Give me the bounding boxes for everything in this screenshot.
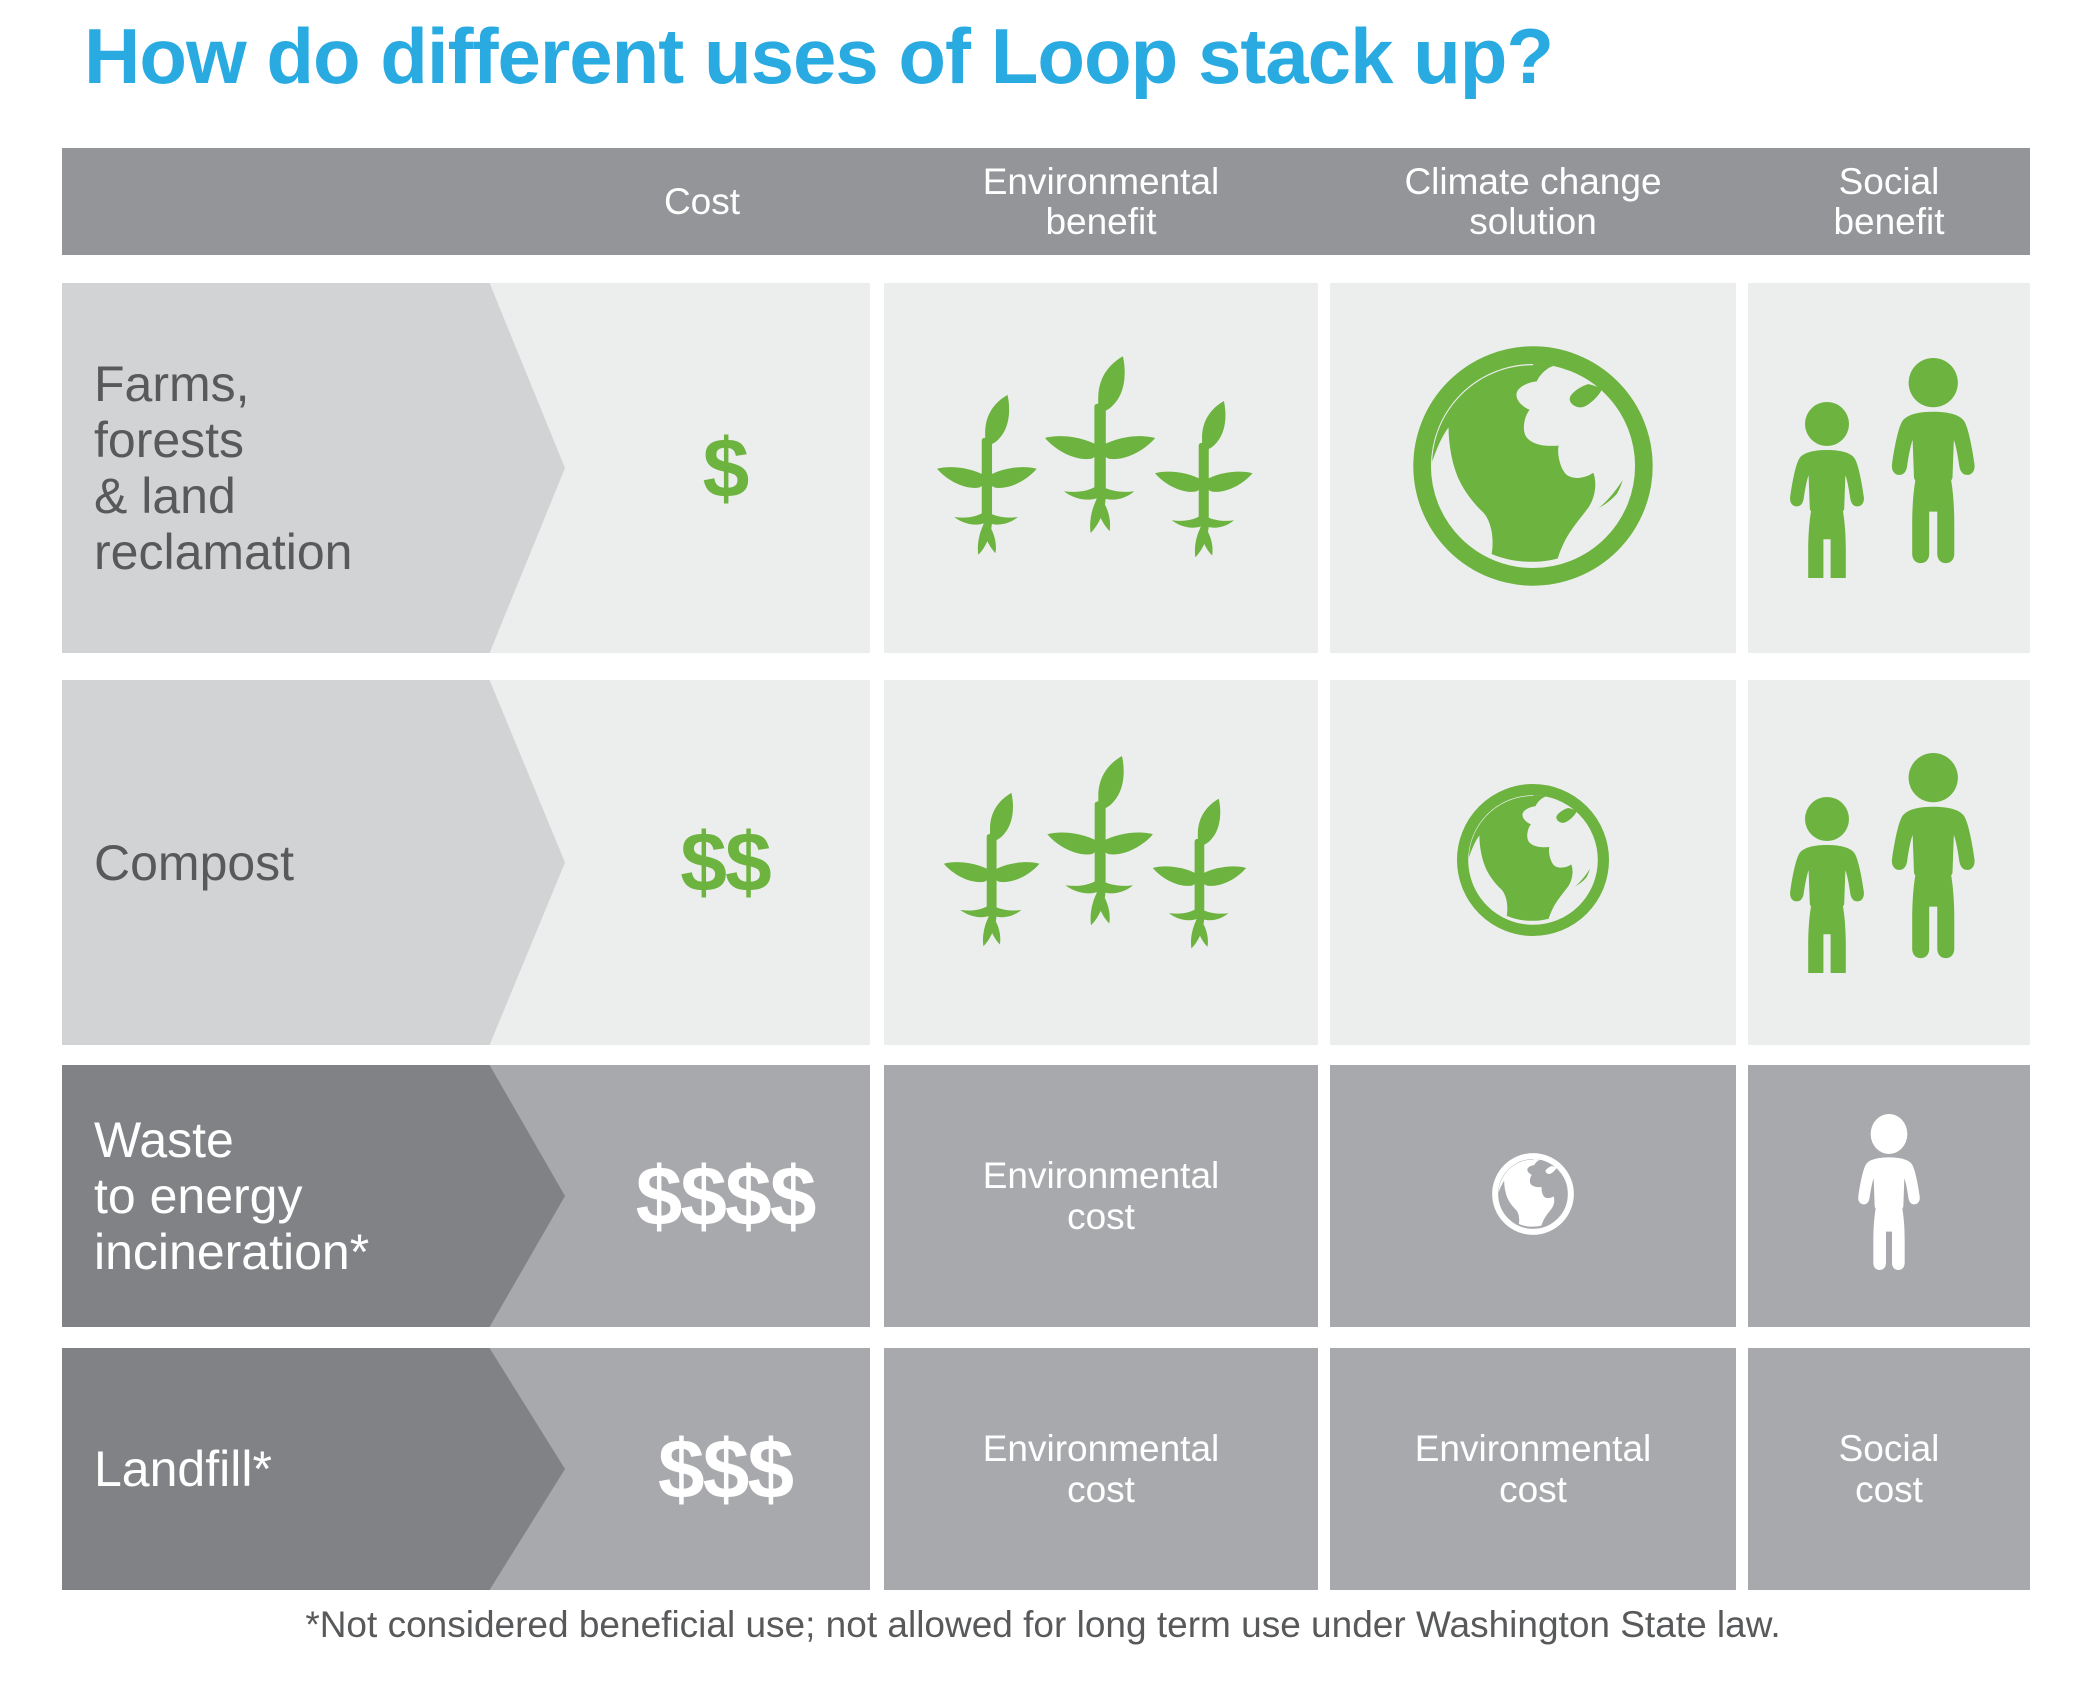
two-people-icon (1775, 752, 2003, 973)
cell-label: Environmental cost (982, 1154, 1220, 1237)
cell-social-benefit: Social cost (1748, 1348, 2030, 1590)
table-row: $$$ Landfill* Environmental cost Environ… (62, 1348, 2030, 1590)
chevron-shape (62, 1348, 565, 1590)
chevron-shape (62, 680, 565, 1045)
three-plants-icon (931, 748, 1271, 978)
table-row: $$$$ Waste to energy incineration* Envir… (62, 1065, 2030, 1327)
column-header-environmental-benefit: Environmental benefit (884, 148, 1318, 255)
globe-icon (1407, 340, 1659, 597)
row-label-chevron: Farms, forests & land reclamation (62, 283, 565, 653)
chevron-shape (62, 283, 565, 653)
globe-icon (1453, 780, 1613, 945)
table-row: $$ Compost (62, 680, 2030, 1045)
column-header-label: Social benefit (1833, 160, 1945, 242)
cost-dollar-signs: $$$$ (635, 1148, 817, 1243)
footnote: *Not considered beneficial use; not allo… (305, 1604, 1781, 1645)
three-plants-icon (927, 348, 1275, 588)
page-title: How do different uses of Loop stack up? (84, 12, 1554, 100)
cell-environmental-benefit (884, 680, 1318, 1045)
row-label-text: Farms, forests & land reclamation (94, 356, 353, 580)
row-label-text: Landfill* (94, 1441, 272, 1497)
column-header-label: Environmental benefit (982, 160, 1220, 242)
row-label-text: Compost (94, 834, 295, 891)
row-label-chevron: Waste to energy incineration* (62, 1065, 565, 1327)
column-header-label: Climate change solution (1404, 160, 1662, 242)
table-header-row: Cost Environmental benefit Climate chang… (62, 148, 2030, 255)
cell-climate-change-solution: Environmental cost (1330, 1348, 1736, 1590)
cell-social-benefit (1748, 283, 2030, 653)
one-person-icon (1835, 1113, 1943, 1279)
cell-label: Social cost (1838, 1427, 1940, 1510)
cell-climate-change-solution (1330, 283, 1736, 653)
cell-climate-change-solution (1330, 1065, 1736, 1327)
column-header-climate-change-solution: Climate change solution (1330, 148, 1736, 255)
cell-environmental-benefit: Environmental cost (884, 1348, 1318, 1590)
cell-label: Environmental cost (982, 1427, 1220, 1510)
two-people-icon (1775, 358, 2003, 578)
row-label-chevron: Landfill* (62, 1348, 565, 1590)
globe-icon (1490, 1151, 1576, 1242)
row-label-chevron: Compost (62, 680, 565, 1045)
cell-label: Environmental cost (1414, 1427, 1652, 1510)
chevron-shape (62, 1065, 565, 1327)
cell-environmental-benefit: Environmental cost (884, 1065, 1318, 1327)
column-header-cost: Cost (663, 180, 741, 222)
cell-climate-change-solution (1330, 680, 1736, 1045)
cell-social-benefit (1748, 1065, 2030, 1327)
cost-dollar-signs: $$$ (657, 1421, 794, 1516)
column-header-social-benefit: Social benefit (1748, 148, 2030, 255)
table-row: $ Farms, forests & land reclamation (62, 283, 2030, 653)
cost-dollar-signs: $$ (680, 815, 771, 909)
cell-social-benefit (1748, 680, 2030, 1045)
row-label-text: Waste to energy incineration* (94, 1112, 370, 1280)
cell-environmental-benefit (884, 283, 1318, 653)
cost-dollar-signs: $ (702, 420, 750, 515)
